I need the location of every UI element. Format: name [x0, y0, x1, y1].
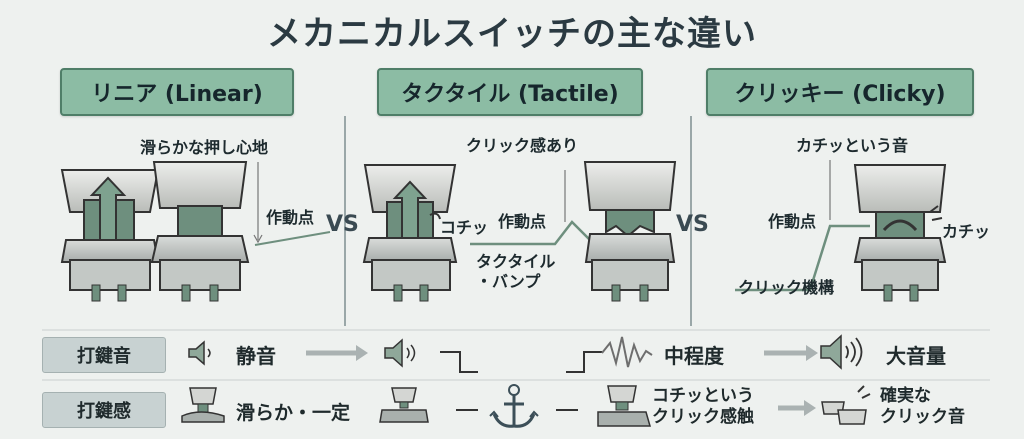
tactile-bump-label: タクタイル ・バンプ	[476, 252, 556, 291]
keycap-bump-icon	[597, 385, 651, 427]
divider-right	[690, 116, 692, 326]
clicky-actuation-label: 作動点	[768, 212, 817, 231]
clicky-mechanism-label: クリック機構	[738, 278, 835, 297]
header-tactile: タクタイル (Tactile)	[377, 68, 643, 116]
row-label-feel: 打鍵感	[42, 392, 166, 428]
tactile-kochi-label: コチッ	[440, 218, 489, 237]
tactile-actuation-label: 作動点	[498, 212, 547, 231]
sound-linear-text: 静音	[236, 344, 276, 368]
linear-smooth-label: 滑らかな押し心地	[140, 138, 269, 157]
clicky-switch-icon	[853, 164, 947, 302]
linear-actuation-label: 作動点	[266, 208, 315, 227]
tactile-switch-b-icon	[583, 161, 677, 302]
linear-switch-b-icon	[150, 161, 250, 302]
feel-tactile-text: コチッという クリック感触	[652, 386, 754, 427]
speaker-loud-icon	[820, 334, 863, 370]
vs-right: VS	[676, 212, 709, 237]
linear-switch-a-icon	[60, 169, 160, 302]
feel-clicky-text: 確実な クリック音	[880, 386, 965, 427]
speaker-quiet-icon	[188, 340, 211, 366]
vs-left: VS	[326, 212, 359, 237]
anchor-icon	[489, 384, 539, 428]
keycap-smooth-icon	[181, 387, 225, 423]
clicky-kachi-label: カチッ	[942, 222, 991, 241]
page-title: メカニカルスイッチの主な違い	[267, 14, 757, 54]
speaker-low-icon	[384, 338, 416, 368]
tactile-click-feel-label: クリック感あり	[466, 136, 579, 155]
keycap-press-icon	[379, 387, 429, 423]
keycap-click-icon	[821, 385, 871, 425]
row-label-sound: 打鍵音	[42, 337, 166, 373]
sound-mid-text: 中程度	[664, 344, 724, 368]
header-linear: リニア (Linear)	[60, 68, 294, 116]
divider-left	[344, 116, 346, 326]
feel-linear-text: 滑らか・一定	[236, 402, 351, 424]
header-clicky: クリッキー (Clicky)	[706, 68, 974, 116]
clicky-sound-label: カチッという音	[796, 136, 909, 155]
tactile-switch-a-icon	[362, 164, 458, 302]
sound-loud-text: 大音量	[886, 344, 946, 368]
